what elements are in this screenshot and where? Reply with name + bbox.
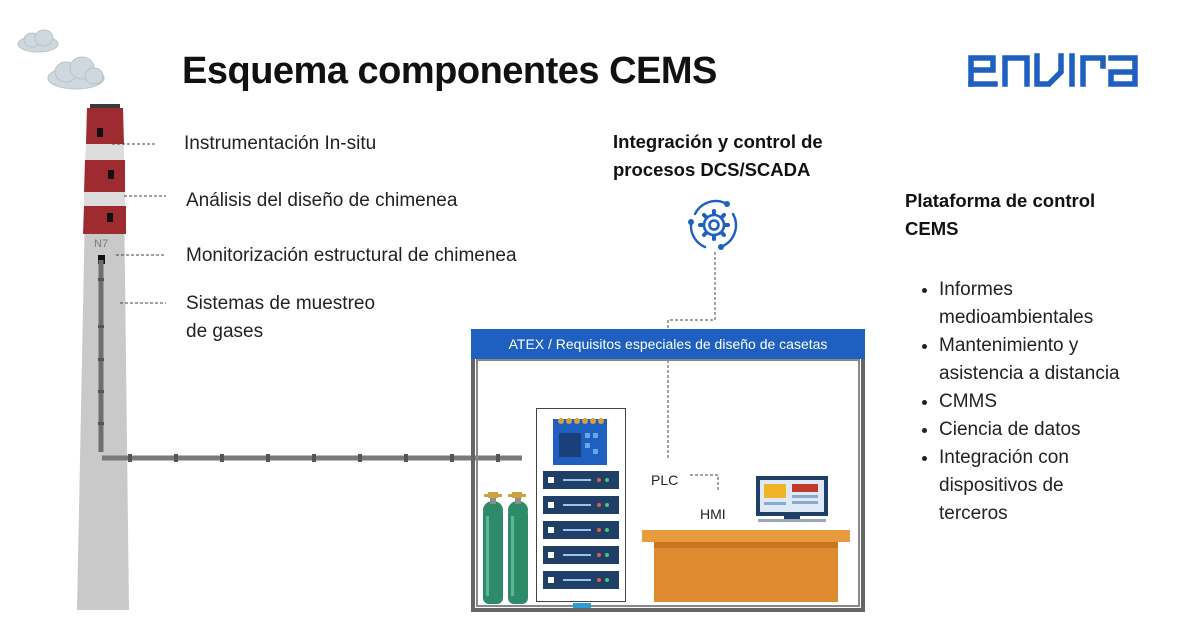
callout-leaders: [112, 143, 166, 304]
list-item: CMMS: [939, 388, 1199, 416]
list-item: Mantenimiento y asistencia a distancia: [939, 332, 1199, 388]
callout-gas-sampling: Sistemas de muestreo de gases: [186, 293, 376, 342]
dcs-heading: Integración y control de procesos DCS/SC…: [613, 131, 823, 180]
plc-label: PLC: [651, 472, 679, 488]
gear-cycle-icon: [688, 199, 738, 250]
platform-feature-list: Informes medioambientales Mantenimiento …: [915, 276, 1199, 528]
control-desk: [642, 530, 850, 602]
hmi-monitor: [756, 476, 828, 522]
shelter-frame: [471, 329, 865, 612]
hmi-label: HMI: [700, 506, 726, 522]
sampling-line: [102, 454, 522, 462]
gas-cylinders: [483, 492, 528, 604]
cloud-icon: [17, 29, 105, 90]
rack-modules: [543, 418, 619, 608]
control-connections: [667, 252, 719, 490]
atex-banner: ATEX / Requisitos especiales de diseño d…: [471, 329, 865, 359]
shelter-inner: [476, 359, 860, 607]
list-item: Ciencia de datos: [939, 416, 1199, 444]
list-item: Informes medioambientales: [939, 276, 1199, 332]
list-item: Integración con dispositivos de terceros: [939, 444, 1199, 528]
chimney-tag: N7: [94, 238, 109, 250]
platform-heading: Plataforma de control CEMS: [905, 190, 1096, 239]
callout-chimney-design: Análisis del diseño de chimenea: [186, 190, 458, 211]
callout-instrumentation: Instrumentación In-situ: [184, 133, 377, 154]
page-title: Esquema componentes CEMS: [182, 50, 717, 92]
envira-logo: [965, 44, 1141, 95]
callout-structural-monitoring: Monitorización estructural de chimenea: [186, 245, 517, 266]
chimney: [77, 104, 129, 610]
